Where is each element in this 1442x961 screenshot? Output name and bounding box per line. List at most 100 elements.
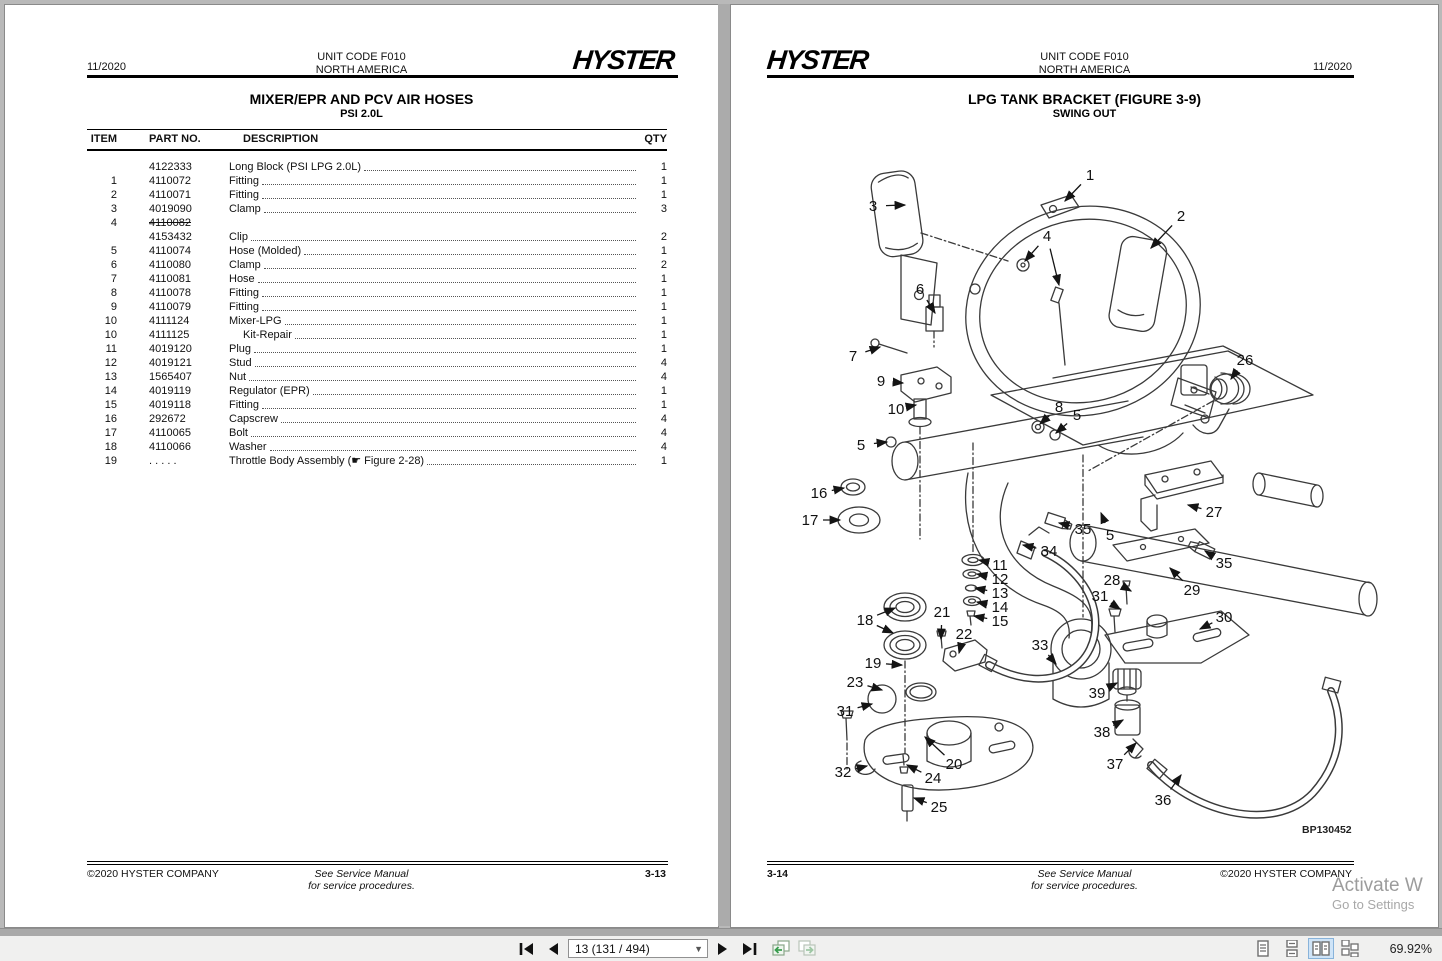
callout-label: 18	[857, 612, 874, 629]
callout-arrow	[873, 438, 889, 448]
horizontal-scrollbar[interactable]	[0, 928, 1442, 937]
qty-cell: 1	[660, 189, 667, 201]
header-date: 11/2020	[87, 61, 126, 73]
previous-view-button[interactable]	[770, 938, 792, 959]
item-cell: 10	[104, 315, 117, 327]
desc-cell: Throttle Body Assembly (☛ Figure 2-28)	[229, 454, 639, 468]
viewer-toolbar: 13 (131 / 494) ▼	[0, 936, 1442, 961]
qty-cell: 1	[660, 161, 667, 173]
footer-rule	[767, 861, 1354, 869]
item-cell: 10	[104, 329, 117, 341]
previous-view-icon	[772, 940, 790, 956]
continuous-layout-button[interactable]	[1279, 938, 1305, 959]
callout-label: 15	[992, 613, 1009, 630]
desc-cell: Clip	[229, 230, 639, 244]
next-view-icon	[798, 940, 816, 956]
page-gap	[718, 4, 730, 926]
callout-arrow	[1105, 682, 1119, 692]
desc-cell: Fitting	[229, 286, 639, 300]
item-cell	[87, 160, 117, 174]
facing-layout-button[interactable]	[1308, 938, 1334, 959]
part-cell: 4110079	[149, 301, 192, 313]
callout-label: 12	[992, 571, 1009, 588]
callout-label: 38	[1094, 724, 1111, 741]
last-page-button[interactable]	[738, 938, 760, 959]
callout-label: 37	[1107, 756, 1124, 773]
callout-label: 21	[934, 604, 951, 621]
continuous-facing-layout-button[interactable]	[1337, 938, 1363, 959]
callout-label: 33	[1032, 637, 1049, 654]
callout-label: 35	[1075, 521, 1092, 538]
part-cell: 4110078	[149, 287, 192, 299]
callout-arrow	[1119, 581, 1133, 592]
desc-cell: Clamp	[229, 202, 639, 216]
callout-arrow	[975, 571, 989, 581]
qty-cell: 2	[660, 259, 667, 271]
desc-cell: Plug	[229, 342, 639, 356]
footer-page-number: 3-13	[644, 868, 666, 880]
col-desc: DESCRIPTION	[243, 133, 319, 145]
callout-arrow	[1198, 620, 1213, 630]
next-page-button[interactable]	[712, 938, 734, 959]
continuous-facing-icon	[1341, 940, 1359, 957]
page-subtitle: PSI 2.0L	[340, 108, 383, 120]
part-cell: 1565407	[149, 371, 192, 383]
next-view-button[interactable]	[796, 938, 818, 959]
callout-label: 3	[869, 198, 877, 215]
previous-page-button[interactable]	[542, 938, 564, 959]
callout-arrow	[912, 797, 927, 806]
callout-label: 17	[802, 512, 819, 529]
desc-cell: Stud	[229, 356, 639, 370]
callout-label: 30	[1216, 609, 1233, 626]
single-page-layout-button[interactable]	[1250, 938, 1276, 959]
col-part: PART NO.	[149, 133, 201, 145]
callout-arrow	[957, 641, 967, 655]
callout-label: 4	[1043, 228, 1051, 245]
qty-cell: 1	[660, 315, 667, 327]
page-number-input[interactable]: 13 (131 / 494) ▼	[568, 939, 708, 958]
right-page-header: HYSTER UNIT CODE F010 NORTH AMERICA 11/2…	[731, 45, 1438, 76]
callout-arrow	[1055, 422, 1068, 434]
qty-cell: 1	[660, 245, 667, 257]
callout-arrow	[857, 702, 874, 712]
callout-arrow	[1111, 719, 1125, 730]
right-page-footer: 3-14 See Service Manual for service proc…	[731, 861, 1438, 901]
callout-label: 5	[857, 437, 865, 454]
part-cell: 4153432	[149, 231, 192, 243]
footer-note: See Service Manual for service procedure…	[1031, 868, 1138, 892]
callout-arrow	[1049, 248, 1061, 287]
header-date: 11/2020	[1313, 61, 1352, 73]
part-cell: 4111125	[149, 329, 190, 341]
qty-cell: 1	[660, 301, 667, 313]
callout-arrow	[1123, 742, 1137, 756]
callout-label: 14	[992, 599, 1009, 616]
part-cell: 4111124	[149, 315, 190, 327]
callout-arrow	[1039, 413, 1051, 425]
desc-cell: Fitting	[229, 188, 639, 202]
part-cell: 4110081	[149, 273, 192, 285]
qty-cell: 1	[660, 343, 667, 355]
page-dropdown-caret-icon[interactable]: ▼	[694, 943, 703, 954]
callout-arrow	[1203, 550, 1217, 561]
pdf-page-right: HYSTER UNIT CODE F010 NORTH AMERICA 11/2…	[730, 4, 1439, 928]
page-title: LPG TANK BRACKET (FIGURE 3-9)	[967, 91, 1202, 107]
callout-label: 34	[1041, 543, 1058, 560]
part-cell: 4110066	[149, 441, 192, 453]
pdf-page-left: 11/2020 UNIT CODE F010 NORTH AMERICA HYS…	[4, 4, 719, 928]
item-cell	[87, 230, 117, 244]
callout-arrow	[904, 402, 918, 412]
left-page-header: 11/2020 UNIT CODE F010 NORTH AMERICA HYS…	[5, 45, 718, 76]
item-cell: 11	[105, 343, 117, 355]
callout-arrow	[885, 659, 904, 669]
callout-arrow	[905, 764, 922, 774]
qty-cell: 4	[660, 413, 667, 425]
first-page-button[interactable]	[516, 938, 538, 959]
callout-arrow	[892, 377, 905, 387]
page-title: MIXER/EPR AND PCV AIR HOSES	[249, 91, 474, 107]
